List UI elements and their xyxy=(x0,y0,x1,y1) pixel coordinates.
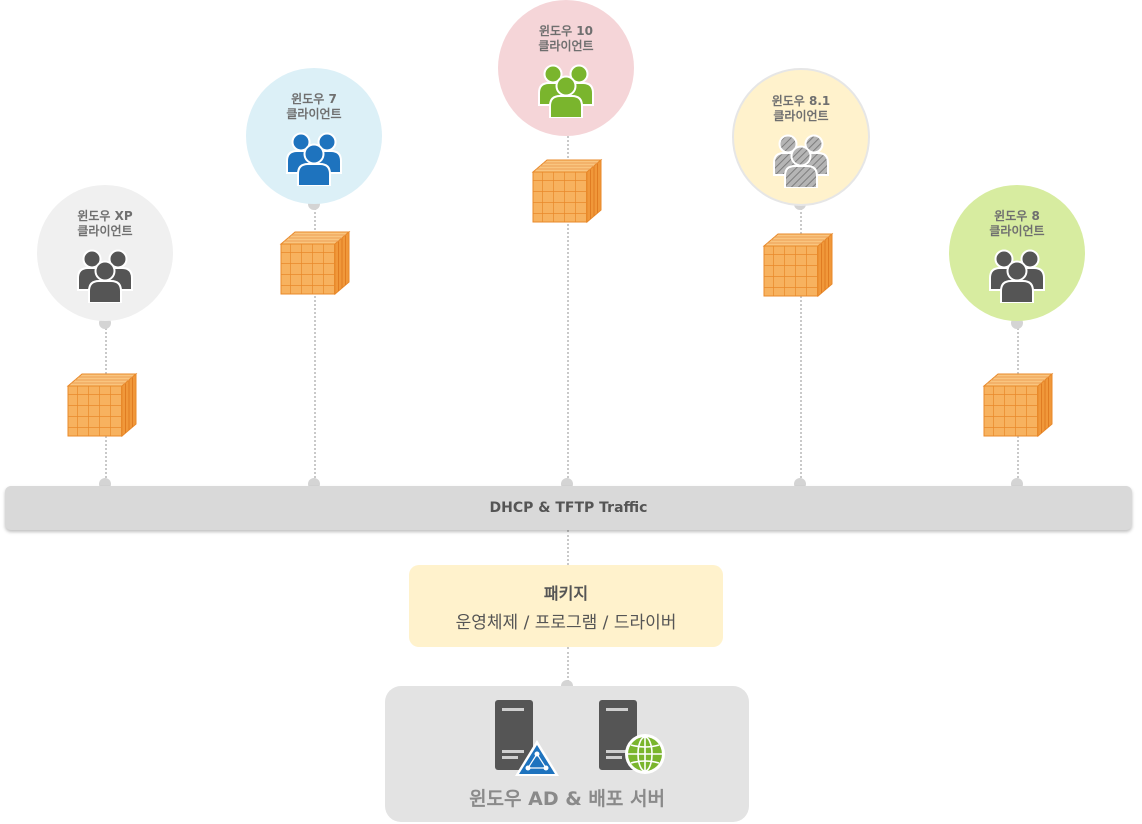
client-win81-label: 클라이언트 xyxy=(773,109,829,123)
client-win8-title: 윈도우 8 클라이언트 xyxy=(989,209,1044,239)
client-xp-os: 윈도우 XP xyxy=(77,209,133,223)
client-xp-title: 윈도우 XP 클라이언트 xyxy=(77,209,132,239)
package-box: 패키지 운영체제 / 프로그램 / 드라이버 xyxy=(409,565,723,647)
server-globe-icon xyxy=(599,700,665,774)
connector-package-server xyxy=(567,647,569,686)
users-icon xyxy=(538,64,594,118)
client-win81-os: 윈도우 8.1 xyxy=(771,94,831,108)
package-cube-icon xyxy=(279,230,351,296)
server-box: 윈도우 AD & 배포 서버 xyxy=(385,686,749,822)
users-icon xyxy=(773,134,829,188)
server-ad-icon xyxy=(495,700,559,776)
package-subtitle: 운영체제 / 프로그램 / 드라이버 xyxy=(455,612,677,633)
client-win8-label: 클라이언트 xyxy=(989,224,1045,238)
server-label: 윈도우 AD & 배포 서버 xyxy=(469,788,665,810)
connector-win81 xyxy=(800,204,802,486)
package-cube-icon xyxy=(762,232,834,298)
client-xp: 윈도우 XP 클라이언트 xyxy=(37,185,173,321)
package-cube-icon xyxy=(982,372,1054,438)
connector-bar-package xyxy=(567,530,569,565)
package-cube-icon xyxy=(531,158,603,224)
client-win7-os: 윈도우 7 xyxy=(291,92,337,106)
network-traffic-bar: DHCP & TFTP Traffic xyxy=(5,486,1132,530)
connector-win10 xyxy=(567,136,569,486)
package-title: 패키지 xyxy=(543,583,589,603)
client-win7: 윈도우 7 클라이언트 xyxy=(246,68,382,204)
network-traffic-label: DHCP & TFTP Traffic xyxy=(489,500,648,516)
client-win10: 윈도우 10 클라이언트 xyxy=(498,0,634,136)
connector-win7 xyxy=(314,204,316,486)
package-cube-icon xyxy=(66,372,138,438)
client-win81: 윈도우 8.1 클라이언트 xyxy=(732,68,870,206)
client-win10-label: 클라이언트 xyxy=(538,39,594,53)
users-icon xyxy=(77,249,133,303)
client-win10-title: 윈도우 10 클라이언트 xyxy=(538,24,593,54)
client-win8: 윈도우 8 클라이언트 xyxy=(949,185,1085,321)
client-win7-label: 클라이언트 xyxy=(286,107,342,121)
client-win81-title: 윈도우 8.1 클라이언트 xyxy=(772,94,831,124)
client-win10-os: 윈도우 10 xyxy=(538,24,593,38)
users-icon xyxy=(989,249,1045,303)
users-icon xyxy=(286,132,342,186)
client-xp-label: 클라이언트 xyxy=(77,224,133,238)
client-win7-title: 윈도우 7 클라이언트 xyxy=(286,92,341,122)
client-win8-os: 윈도우 8 xyxy=(994,209,1040,223)
